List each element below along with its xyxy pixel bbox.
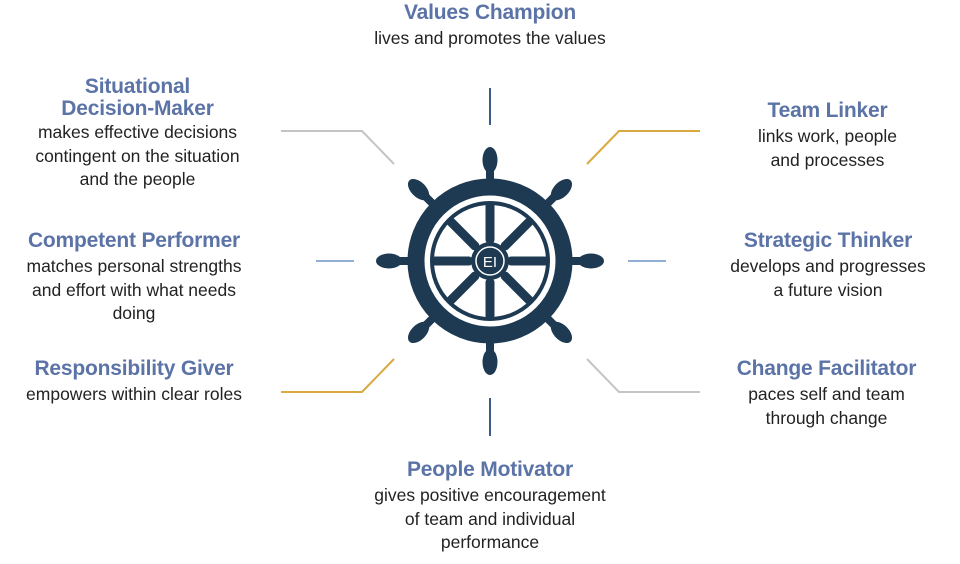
- wheel-spoke: [447, 218, 480, 251]
- handle-knob: [482, 147, 498, 173]
- handle-stem: [486, 335, 494, 355]
- handle-stem: [486, 167, 494, 187]
- connector-upper-right: [586, 130, 700, 165]
- handle-knob: [407, 321, 430, 344]
- role-desc-line: a future vision: [773, 279, 883, 300]
- role-desc-line: contingent on the situation: [35, 145, 240, 166]
- wheel-handle: [482, 147, 498, 187]
- role-strategic-thinker: Strategic Thinker develops and progresse…: [697, 230, 959, 302]
- role-change-facilitator: Change Facilitator paces self and team t…: [700, 358, 953, 430]
- role-title: Competent Performer: [27, 229, 241, 252]
- wheel-spoke: [447, 271, 480, 304]
- role-desc-line: doing: [112, 303, 156, 323]
- handle-knob: [407, 178, 430, 201]
- wheel-spoke: [500, 218, 533, 251]
- role-situational-decision-maker: Situational Decision-Maker makes effecti…: [5, 76, 270, 192]
- wheel-spoke: [508, 256, 548, 266]
- wheel-spoke: [485, 203, 495, 243]
- wheel-handle: [482, 335, 498, 375]
- wheel-spoke: [500, 271, 533, 304]
- role-desc-line: develops and progresses: [730, 256, 926, 276]
- role-desc-line: through change: [765, 407, 888, 428]
- role-title: Change Facilitator: [736, 357, 917, 380]
- handle-knob: [550, 178, 573, 201]
- wheel-outer-rim: [407, 178, 573, 344]
- role-title: Values Champion: [403, 1, 577, 24]
- wheel-spokes: [432, 203, 548, 319]
- role-desc-line: and processes: [770, 149, 885, 170]
- role-title: Responsibility Giver: [34, 357, 234, 380]
- connector-lower-right: [586, 358, 700, 393]
- wheel-hub-ring: [475, 246, 505, 276]
- role-desc-line: lives and promotes the values: [374, 28, 606, 48]
- role-title-line: Decision-Maker: [61, 97, 214, 120]
- role-desc-line: and the people: [79, 169, 196, 189]
- role-title: Team Linker: [767, 99, 888, 122]
- connector-upper-left: [281, 130, 395, 165]
- role-desc-line: matches personal strengths: [26, 256, 242, 276]
- role-team-linker: Team Linker links work, people and proce…: [700, 100, 955, 172]
- role-desc-line: and effort with what needs: [32, 279, 236, 300]
- wheel-spoke: [432, 256, 472, 266]
- role-competent-performer: Competent Performer matches personal str…: [0, 230, 268, 326]
- role-values-champion: Values Champion lives and promotes the v…: [340, 2, 640, 51]
- role-desc-line: gives positive encouragement: [374, 485, 606, 505]
- handle-knob: [376, 253, 402, 269]
- role-desc-line: performance: [440, 532, 540, 552]
- hub-label: EI: [483, 254, 497, 271]
- role-people-motivator: People Motivator gives positive encourag…: [330, 459, 650, 555]
- role-desc-line: empowers within clear roles: [26, 384, 242, 404]
- role-desc-line: paces self and team: [748, 384, 905, 404]
- role-desc-line: makes effective decisions: [37, 122, 238, 142]
- role-title-line: Situational: [84, 75, 191, 98]
- handle-knob: [578, 253, 604, 269]
- role-responsibility-giver: Responsibility Giver empowers within cle…: [0, 358, 268, 407]
- role-desc-line: links work, people: [757, 126, 898, 146]
- connector-lower-left: [281, 358, 395, 393]
- wheel-spoke: [485, 279, 495, 319]
- handle-knob: [482, 349, 498, 375]
- role-title: Strategic Thinker: [743, 229, 913, 252]
- handle-knob: [550, 321, 573, 344]
- role-desc-line: of team and individual: [404, 508, 576, 529]
- role-title: People Motivator: [407, 458, 573, 481]
